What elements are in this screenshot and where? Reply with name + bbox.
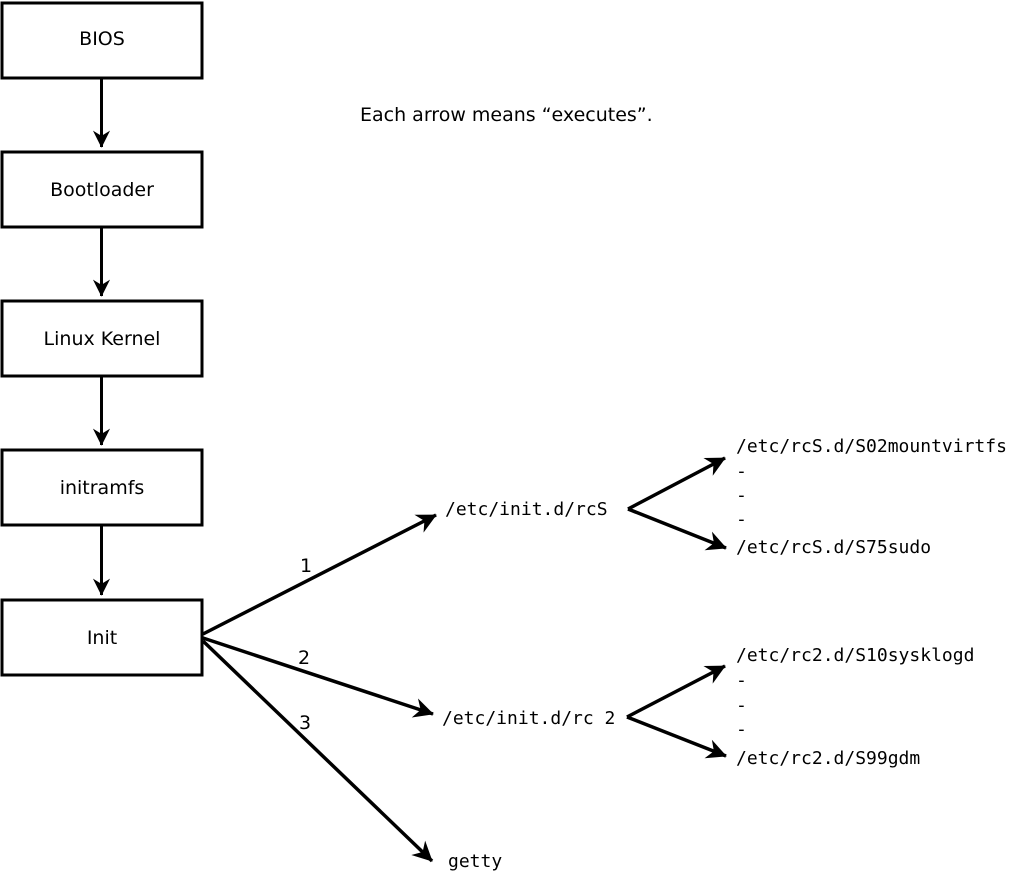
box-bios-label: BIOS: [79, 28, 125, 50]
legend-note: Each arrow means “executes”.: [360, 104, 653, 126]
arrow-rcs-to-s75sudo: [627, 507, 727, 551]
node-rc2-ellipsis-dash: -: [736, 695, 747, 716]
box-linux-kernel-label: Linux Kernel: [44, 328, 161, 350]
node-getty: getty: [448, 851, 502, 872]
node-rcs-child-first: /etc/rcS.d/S02mountvirtfs: [736, 436, 1007, 457]
box-init-rect: [0, 598, 204, 677]
box-initramfs-label: initramfs: [60, 477, 145, 499]
node-rc2-child-last: /etc/rc2.d/S99gdm: [736, 748, 920, 769]
node-rcs-ellipsis-dash: -: [736, 461, 747, 482]
branch-order-1: 1: [300, 555, 312, 577]
node-rc2-child-first: /etc/rc2.d/S10sysklogd: [736, 645, 974, 666]
box-bios-rect: [0, 1, 204, 80]
arrow-init-to-rc2: [202, 636, 434, 718]
box-bootloader-label: Bootloader: [50, 179, 154, 201]
node-rcs-ellipsis-dash: -: [736, 485, 747, 506]
arrow-init-to-getty: [201, 639, 434, 863]
box-bootloader-rect: [0, 150, 204, 229]
node-rc2-ellipsis-dash: -: [736, 670, 747, 691]
arrow-init-to-rcs: [202, 513, 437, 636]
box-initramfs-rect: [0, 448, 204, 527]
node-rcs-child-last: /etc/rcS.d/S75sudo: [736, 537, 931, 558]
branch-order-2: 2: [298, 647, 310, 669]
arrow-rcs-to-s02mountvirtfs: [627, 456, 726, 511]
box-init: Init: [0, 598, 204, 677]
arrow-rc2-to-s99gdm: [626, 715, 727, 759]
node-rc2-ellipsis-dash: -: [736, 719, 747, 740]
branch-order-3: 3: [299, 712, 311, 734]
box-bootloader: Bootloader: [0, 150, 204, 229]
node-rc2-script: /etc/init.d/rc 2: [442, 708, 615, 729]
arrow-rc2-to-s10sysklogd: [626, 664, 726, 719]
box-linux-kernel: Linux Kernel: [0, 299, 204, 378]
node-rcs-ellipsis-dash: -: [736, 509, 747, 530]
box-bios: BIOS: [0, 1, 204, 80]
box-initramfs: initramfs: [0, 448, 204, 527]
node-rcs-script: /etc/init.d/rcS: [445, 499, 608, 520]
box-init-label: Init: [87, 627, 117, 649]
